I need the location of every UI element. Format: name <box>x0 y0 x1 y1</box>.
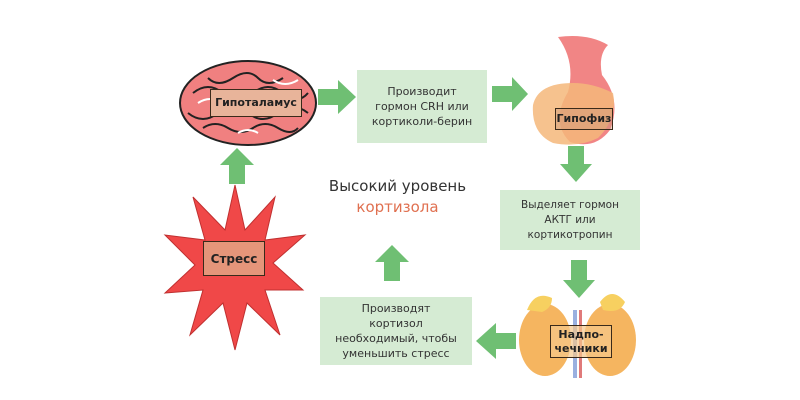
arrow-left-icon <box>476 323 516 359</box>
arrow-up-icon <box>220 148 254 184</box>
stress-label: Стресс <box>203 241 265 276</box>
step-cortisol-box: Производят кортизол необходимый, чтобы у… <box>320 297 472 365</box>
arrow-right-icon <box>318 80 356 114</box>
arrow-down-icon <box>560 146 592 182</box>
center-title: Высокий уровень кортизола <box>300 176 495 218</box>
arrow-down-icon <box>563 260 595 298</box>
pituitary-icon <box>532 36 615 145</box>
pituitary-label: Гипофиз <box>555 108 613 130</box>
center-line2: кортизола <box>356 198 439 216</box>
adrenal-label: Надпо-чечники <box>550 325 612 358</box>
center-line1: Высокий уровень <box>328 177 467 195</box>
step-acth-box: Выделяет гормон АКТГ или кортикотропин <box>500 190 640 250</box>
step-crh-box: Производит гормон CRH или кортиколи-бери… <box>357 70 487 143</box>
arrow-up-icon <box>375 245 409 281</box>
hypothalamus-label: Гипоталамус <box>210 89 302 117</box>
arrow-right-icon <box>492 77 528 111</box>
